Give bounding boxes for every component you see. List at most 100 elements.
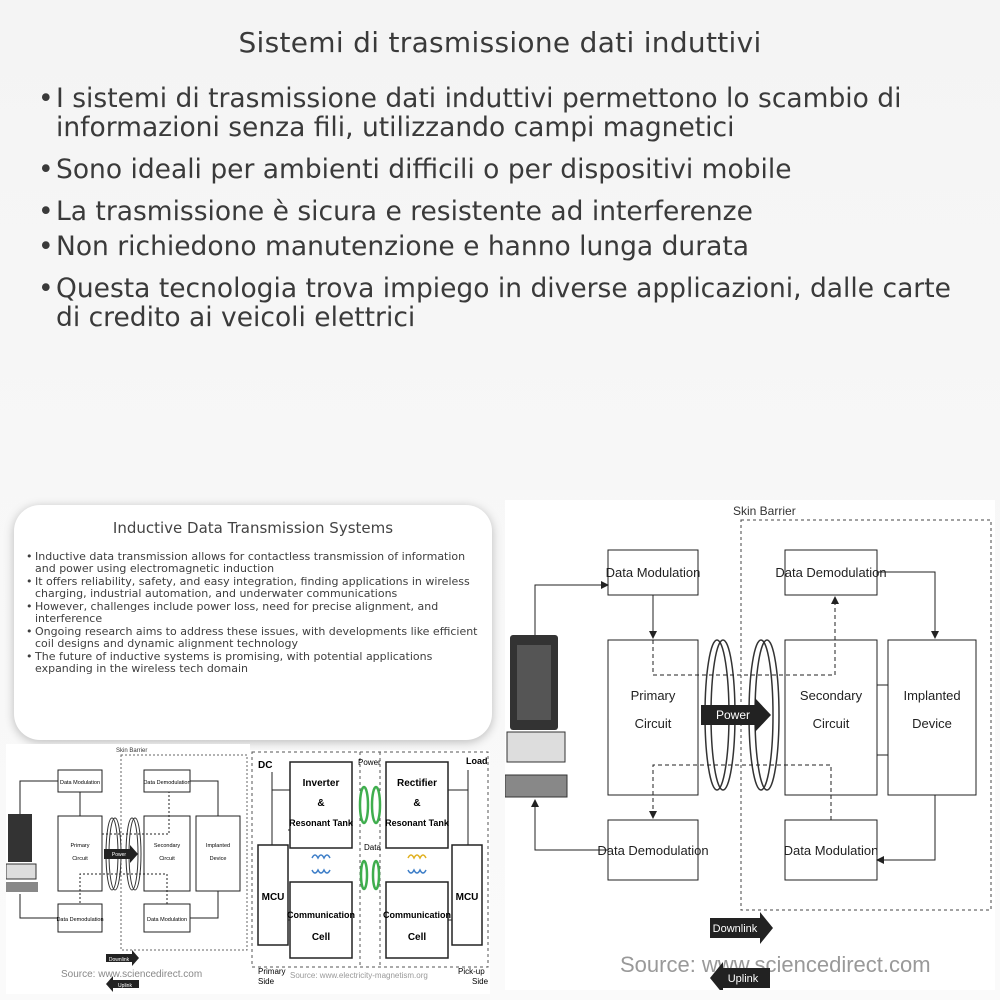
inverter-label-line1: Inverter — [303, 778, 340, 789]
card-bullet-list: •Inductive data transmission allows for … — [26, 551, 482, 676]
bullet-item: •I sistemi di trasmissione dati induttiv… — [38, 84, 978, 142]
small-downlink-arrow: Downlink — [106, 950, 139, 966]
downlink-label: Downlink — [713, 923, 758, 935]
primary-side-line2: Side — [258, 977, 275, 986]
small-power-arrow: Power — [104, 845, 138, 863]
page-title: Sistemi di trasmissione dati induttivi — [238, 26, 762, 59]
card-bullet-item: •The future of inductive systems is prom… — [26, 651, 482, 674]
small-connector-lines — [19, 780, 219, 919]
small-secondary-circuit-line2: Circuit — [159, 856, 175, 862]
bullet-item: •Sono ideali per ambienti difficili o pe… — [38, 155, 978, 184]
mcu-left-label: MCU — [262, 892, 285, 903]
bullet-text: La trasmissione è sicura e resistente ad… — [56, 196, 753, 227]
rectifier-box — [385, 761, 449, 849]
skin-barrier-label: Skin Barrier — [733, 504, 796, 518]
small-primary-circuit-box — [57, 815, 103, 892]
comm-cell-left-line2: Cell — [312, 932, 331, 943]
blue-transformer-icon-right — [407, 868, 427, 874]
uplink-arrow: Uplink — [710, 962, 770, 994]
inverter-box — [289, 761, 353, 849]
comm-cell-left-line1: Communication — [287, 910, 355, 920]
bullet-marker: • — [38, 83, 54, 114]
pickup-side-line2: Side — [472, 977, 489, 986]
card-bullet-text: However, challenges include power loss, … — [35, 600, 439, 625]
bullet-text: Questa tecnologia trova impiego in diver… — [56, 273, 951, 333]
small-primary-circuit-line1: Primary — [71, 843, 90, 849]
bullet-list: •I sistemi di trasmissione dati induttiv… — [38, 84, 978, 345]
mcu-right-label: MCU — [456, 892, 479, 903]
card-title: Inductive Data Transmission Systems — [112, 519, 394, 537]
bullet-text: I sistemi di trasmissione dati induttivi… — [56, 83, 902, 143]
card-bullet-item: •However, challenges include power loss,… — [26, 601, 482, 624]
primary-side-line1: Primary — [258, 967, 286, 976]
small-downlink-label: Downlink — [109, 957, 130, 963]
block-diagram-svg: Skin Barrier Data Modulation Data Demodu… — [504, 504, 992, 994]
implanted-device-label-line1: Implanted — [903, 688, 960, 703]
small-data-modulation-bottom-label: Data Modulation — [147, 917, 187, 923]
inverter-label-line3: Resonant Tank — [289, 818, 354, 828]
small-computer-icon — [5, 814, 38, 892]
small-data-demodulation-bottom-box — [57, 903, 103, 933]
mcu-left-box — [257, 844, 289, 946]
rectifier-label-line3: Resonant Tank — [385, 818, 450, 828]
computer-icon — [504, 635, 568, 798]
bullet-item: •La trasmissione è sicura e resistente a… — [38, 197, 978, 226]
primary-circuit-label-line1: Primary — [631, 688, 676, 703]
bullet-marker: • — [26, 650, 33, 663]
inverter-label-line2: & — [317, 798, 324, 809]
comm-cell-right-line2: Cell — [408, 932, 427, 943]
load-label: Load — [466, 756, 488, 766]
power-label: Power — [716, 708, 750, 722]
card-bullet-item: •Inductive data transmission allows for … — [26, 551, 482, 574]
wpt-source-caption: Source: www.electricity-magnetism.org — [290, 971, 428, 980]
wpt-diagram-svg: DC Power Load Inverter & Resonant Tank R… — [251, 751, 489, 986]
blue-transformer-icon — [311, 854, 331, 874]
small-primary-circuit-line2: Circuit — [72, 856, 88, 862]
wpt-outer-border — [251, 751, 489, 968]
card-bullet-item: •It offers reliability, safety, and easy… — [26, 576, 482, 599]
small-data-modulation-bottom-box — [143, 903, 191, 933]
pickup-side-line1: Pick-up — [458, 967, 485, 976]
small-block-diagram: Skin Barrier Data Modulation Data Demodu… — [5, 744, 250, 994]
data-demodulation-bottom-box — [607, 819, 699, 881]
power-arrow: Power — [701, 698, 771, 732]
small-source-caption: Source: www.sciencedirect.com — [61, 969, 202, 980]
data-modulation-bottom-box — [784, 819, 878, 881]
bullet-marker: • — [38, 231, 54, 262]
small-implanted-device-line1: Implanted — [206, 843, 230, 849]
connector-lines — [531, 571, 939, 864]
yellow-transformer-icon — [407, 854, 427, 860]
small-data-demodulation-bottom-label: Data Demodulation — [56, 917, 103, 923]
bullet-marker: • — [38, 154, 54, 185]
card-bullet-text: Inductive data transmission allows for c… — [35, 550, 466, 575]
data-modulation-top-box — [607, 549, 699, 596]
card-bullet-item: •Ongoing research aims to address these … — [26, 626, 482, 649]
primary-circuit-label-line2: Circuit — [635, 716, 672, 731]
card-bullet-text: The future of inductive systems is promi… — [35, 650, 433, 675]
small-secondary-circuit-line1: Secondary — [154, 843, 181, 849]
wireless-power-transfer-diagram: DC Power Load Inverter & Resonant Tank R… — [250, 750, 490, 994]
small-uplink-label: Uplink — [118, 983, 132, 989]
secondary-circuit-label-line1: Secondary — [800, 688, 863, 703]
implanted-device-box — [887, 639, 977, 796]
small-skin-barrier-label: Skin Barrier — [116, 748, 147, 754]
small-uplink-arrow: Uplink — [106, 976, 139, 992]
bullet-marker: • — [26, 550, 33, 563]
source-caption: Source: www.sciencedirect.com — [620, 952, 931, 977]
data-modulation-top-label: Data Modulation — [606, 565, 701, 580]
mcu-right-box — [451, 844, 483, 946]
comm-cell-left-box — [289, 881, 353, 959]
bullet-marker: • — [26, 575, 33, 588]
primary-circuit-box — [607, 639, 699, 796]
card-bullet-text: It offers reliability, safety, and easy … — [35, 575, 470, 600]
card-bullet-text: Ongoing research aims to address these i… — [35, 625, 478, 650]
small-data-modulation-top-label: Data Modulation — [60, 780, 100, 786]
data-demodulation-bottom-label: Data Demodulation — [597, 843, 708, 858]
wpt-connector-lines — [271, 770, 469, 921]
secondary-circuit-label-line2: Circuit — [813, 716, 850, 731]
bullet-text: Sono ideali per ambienti difficili o per… — [56, 154, 792, 185]
green-coil-icon — [358, 785, 382, 825]
bullet-item: •Non richiedono manutenzione e hanno lun… — [38, 232, 978, 261]
uplink-label: Uplink — [728, 973, 759, 985]
summary-card: Inductive Data Transmission Systems •Ind… — [14, 505, 492, 740]
